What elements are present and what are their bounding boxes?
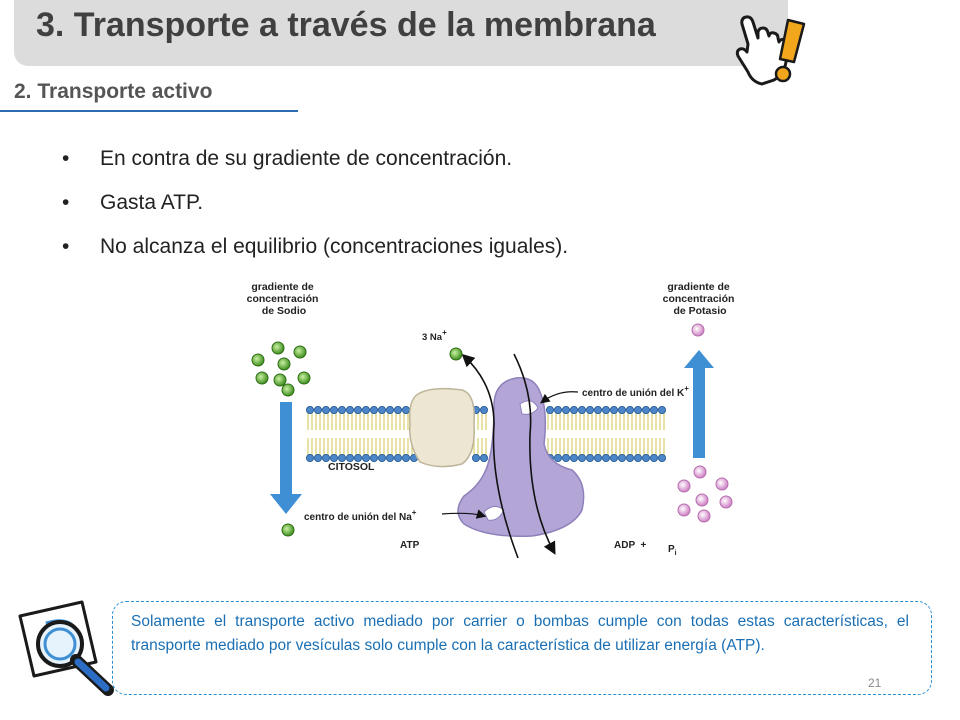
k-transport-arrow (513, 353, 556, 555)
bullet-item: • En contra de su gradiente de concentrac… (62, 144, 568, 188)
k-gradient-label: gradiente de concentración de Potasio (663, 281, 738, 317)
subtitle-underline (0, 110, 298, 112)
k-binding-site (519, 400, 539, 415)
lipid-bilayer (306, 405, 666, 462)
bullet-text: No alcanza el equilibrio (concentracione… (100, 235, 569, 258)
bullet-mark: • (62, 147, 70, 170)
pi-label: Pi (668, 544, 677, 557)
na-label-pointer (441, 509, 487, 519)
note-box: Solamente el transporte activo mediado p… (112, 601, 932, 695)
sodium-gradient-arrow (270, 402, 302, 514)
na-out-label: 3 Na+ (422, 328, 447, 343)
atp-label: ATP (400, 540, 420, 551)
potassium-ion-outside (691, 323, 705, 337)
sodium-potassium-pump-diagram: gradiente de concentración de Sodio grad… (247, 281, 738, 559)
na-transport-arrow (461, 353, 519, 559)
sodium-ions-outside (251, 341, 311, 397)
bullet-list: • En contra de su gradiente de concentrac… (62, 144, 568, 276)
pointing-hand-exclamation-icon (735, 15, 806, 86)
page-number: 21 (868, 676, 882, 690)
cytosol-label: CITOSOL (328, 461, 375, 473)
bullet-item: • No alcanza el equilibrio (concentracion… (62, 232, 568, 276)
sodium-ion-exported (449, 347, 463, 361)
pump-protein (457, 377, 585, 537)
na-binding-site (483, 506, 505, 521)
adp-label: ADP + (614, 540, 646, 551)
na-gradient-label: gradiente de concentración de Sodio (247, 281, 322, 317)
note-text: Solamente el transporte activo mediado p… (131, 613, 909, 654)
potassium-gradient-arrow (684, 350, 714, 458)
section-subtitle: 2. Transporte activo (14, 80, 213, 103)
magnifier-document-icon (18, 600, 114, 696)
page-title: 3. Transporte a través de la membrana (36, 6, 656, 44)
bullet-text: Gasta ATP. (100, 191, 204, 214)
na-site-label: centro de unión del Na+ (304, 508, 417, 523)
k-label-pointer (540, 391, 579, 404)
k-site-label: centro de unión del K+ (582, 384, 689, 399)
bullet-text: En contra de su gradiente de concentraci… (100, 147, 513, 170)
channel-protein (408, 387, 475, 468)
title-banner (14, 0, 788, 66)
bullet-item: • Gasta ATP. (62, 188, 568, 232)
bullet-mark: • (62, 191, 70, 214)
potassium-ions-inside (677, 465, 733, 523)
sodium-ion-inside (281, 523, 295, 537)
bullet-mark: • (62, 235, 70, 258)
